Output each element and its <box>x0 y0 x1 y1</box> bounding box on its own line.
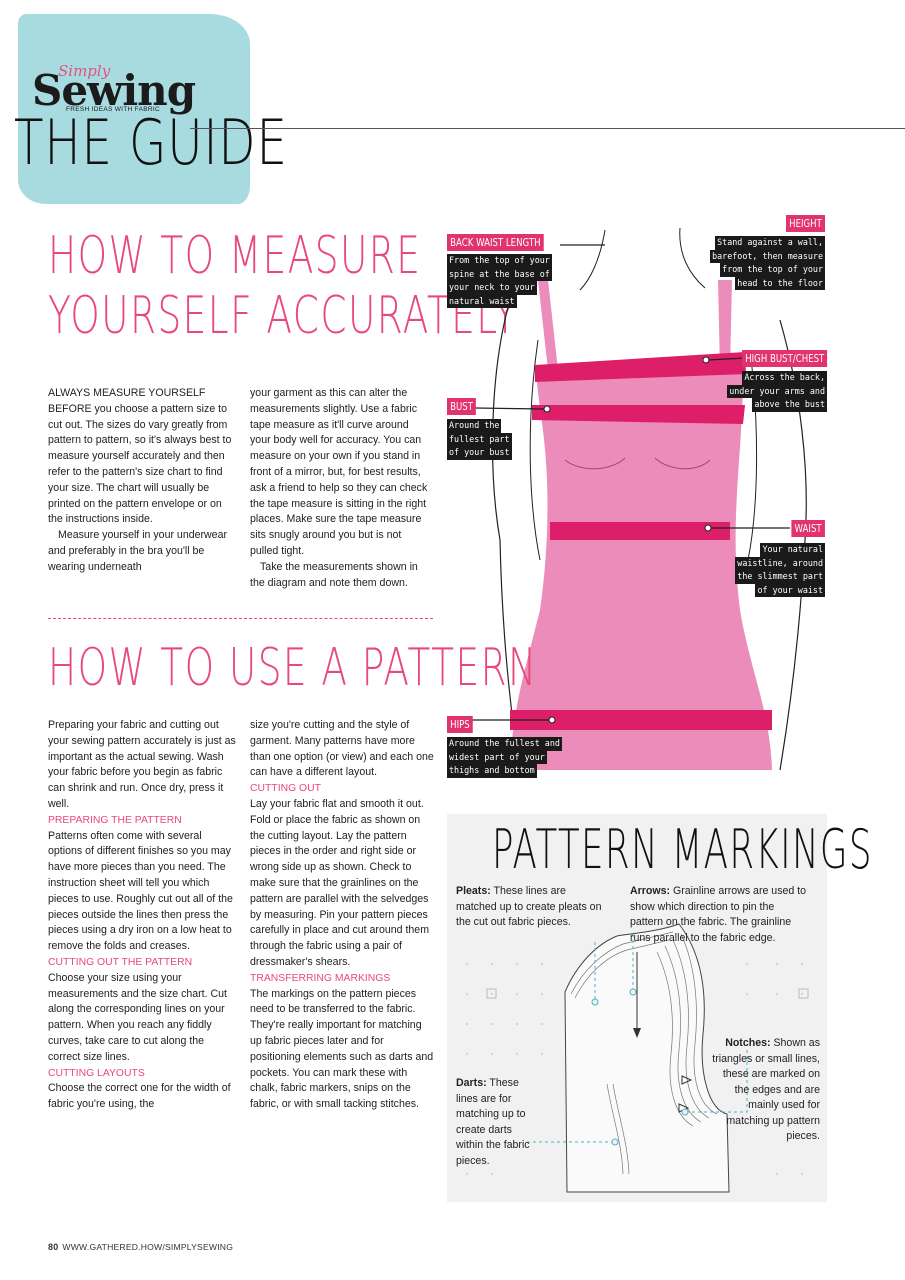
pattern-piece-outline <box>564 923 730 1193</box>
masthead-background <box>18 14 250 204</box>
grainline-arrow-head <box>633 1028 641 1038</box>
page-number: 80 <box>48 1242 59 1252</box>
label-bust: BUST <box>447 398 477 415</box>
bust-curve-left <box>564 457 626 470</box>
brand-simply: Simply <box>58 62 111 80</box>
section-divider <box>48 618 433 619</box>
hips-band <box>510 710 772 730</box>
footer-url[interactable]: WWW.GATHERED.HOW/SIMPLYSEWING <box>62 1242 234 1252</box>
bust-dot <box>543 405 551 413</box>
desc-waist: Your natural waistline, around the slimm… <box>735 543 825 597</box>
notch-triangle-1 <box>681 1075 693 1085</box>
subhead-cutting-layouts: CUTTING LAYOUTS <box>48 1067 145 1079</box>
body-cutting-layouts: Choose the correct one for the width of … <box>48 1082 231 1111</box>
arrows-callout-dot <box>629 988 637 996</box>
background-dots <box>466 963 803 1175</box>
notches-callout-dot <box>681 1108 689 1116</box>
subhead-cutting-out: CUTTING OUT <box>250 783 321 795</box>
pattern-column-2: size you're cutting and the style of gar… <box>250 718 434 1113</box>
label-height: HEIGHT <box>786 215 825 232</box>
body-cutting-out-pattern: Choose your size using your measurements… <box>48 971 228 1063</box>
subhead-cutting-out-pattern: CUTTING OUT THE PATTERN <box>48 956 193 968</box>
waist-band <box>550 522 730 540</box>
hips-dot <box>548 716 556 724</box>
body-cutting-out: Lay your fabric flat and smooth it out. … <box>250 797 430 968</box>
subhead-transferring: TRANSFERRING MARKINGS <box>250 972 391 984</box>
measure-paragraph-3: your garment as this can alter the measu… <box>250 387 428 557</box>
desc-back-waist-length: From the top of your spine at the base o… <box>447 254 552 308</box>
notches-callout-line <box>687 1050 748 1113</box>
brand-sewing: Sewing <box>32 66 196 115</box>
callout-notches: Notches: Shown as triangles or small lin… <box>712 1037 820 1142</box>
right-strap <box>718 280 732 370</box>
pattern-title: HOW TO USE A PATTERN <box>48 638 538 698</box>
neck-left <box>579 229 606 291</box>
bust-band <box>532 405 745 424</box>
desc-bust: Around the fullest part of your bust <box>447 419 512 460</box>
left-strap <box>538 280 558 370</box>
measure-column-1: ALWAYS MEASURE YOURSELF BEFORE you choos… <box>48 386 238 576</box>
measure-paragraph-1: ALWAYS MEASURE YOURSELF BEFORE you choos… <box>48 387 232 526</box>
pattern-markings-title: PATTERN MARKINGS <box>492 818 873 881</box>
label-back-waist-length: BACK WAIST LENGTH <box>447 234 544 251</box>
bust-leader <box>474 407 546 410</box>
neck-right <box>679 227 706 289</box>
darts-callout-dot <box>611 1138 619 1146</box>
desc-hips: Around the fullest and widest part of yo… <box>447 737 562 778</box>
measure-column-2: your garment as this can alter the measu… <box>250 386 432 591</box>
callout-arrows: Arrows: Grainline arrows are used to sho… <box>630 885 807 944</box>
waist-dot <box>704 524 712 532</box>
label-high-bust: HIGH BUST/CHEST <box>741 350 827 367</box>
pleats-callout-dot <box>591 998 599 1006</box>
grid-square-left <box>486 988 497 999</box>
pattern-piece-illustration <box>466 923 809 1193</box>
measure-paragraph-4: Take the measurements shown in the diagr… <box>250 560 418 589</box>
subhead-preparing: PREPARING THE PATTERN <box>48 814 182 826</box>
dress-shape <box>510 358 772 770</box>
body-layouts-cont: size you're cutting and the style of gar… <box>250 719 434 779</box>
callout-pleats: Pleats: These lines are matched up to cr… <box>456 885 602 928</box>
left-arm-outline <box>492 299 521 771</box>
grid-square-right <box>798 988 809 999</box>
measure-paragraph-2: Measure yourself in your underwear and p… <box>48 529 227 573</box>
measure-title-line1: HOW TO MEASURE <box>48 226 422 286</box>
label-waist: WAIST <box>791 520 825 537</box>
label-hips: HIPS <box>447 716 473 733</box>
high-bust-dot <box>702 356 710 364</box>
section-the-guide: THE GUIDE <box>14 106 288 179</box>
measure-title-line2: YOURSELF ACCURATELY <box>48 286 518 346</box>
left-arm-inner <box>529 339 541 561</box>
brand-tagline: FRESH IDEAS WITH FABRIC <box>66 106 160 113</box>
high-bust-band <box>535 352 746 382</box>
high-bust-leader <box>707 357 746 361</box>
bust-curve-right <box>654 457 711 470</box>
pattern-intro: Preparing your fabric and cutting out yo… <box>48 719 236 810</box>
pattern-column-1: Preparing your fabric and cutting out yo… <box>48 718 238 1113</box>
callout-darts: Darts: These lines are for matching up t… <box>456 1077 530 1167</box>
desc-high-bust: Across the back, under your arms and abo… <box>727 371 827 412</box>
desc-height: Stand against a wall, barefoot, then mea… <box>710 236 825 290</box>
header-rule <box>190 128 905 129</box>
body-transferring: The markings on the pattern pieces need … <box>250 987 434 1111</box>
body-preparing: Patterns often come with several options… <box>48 829 233 953</box>
